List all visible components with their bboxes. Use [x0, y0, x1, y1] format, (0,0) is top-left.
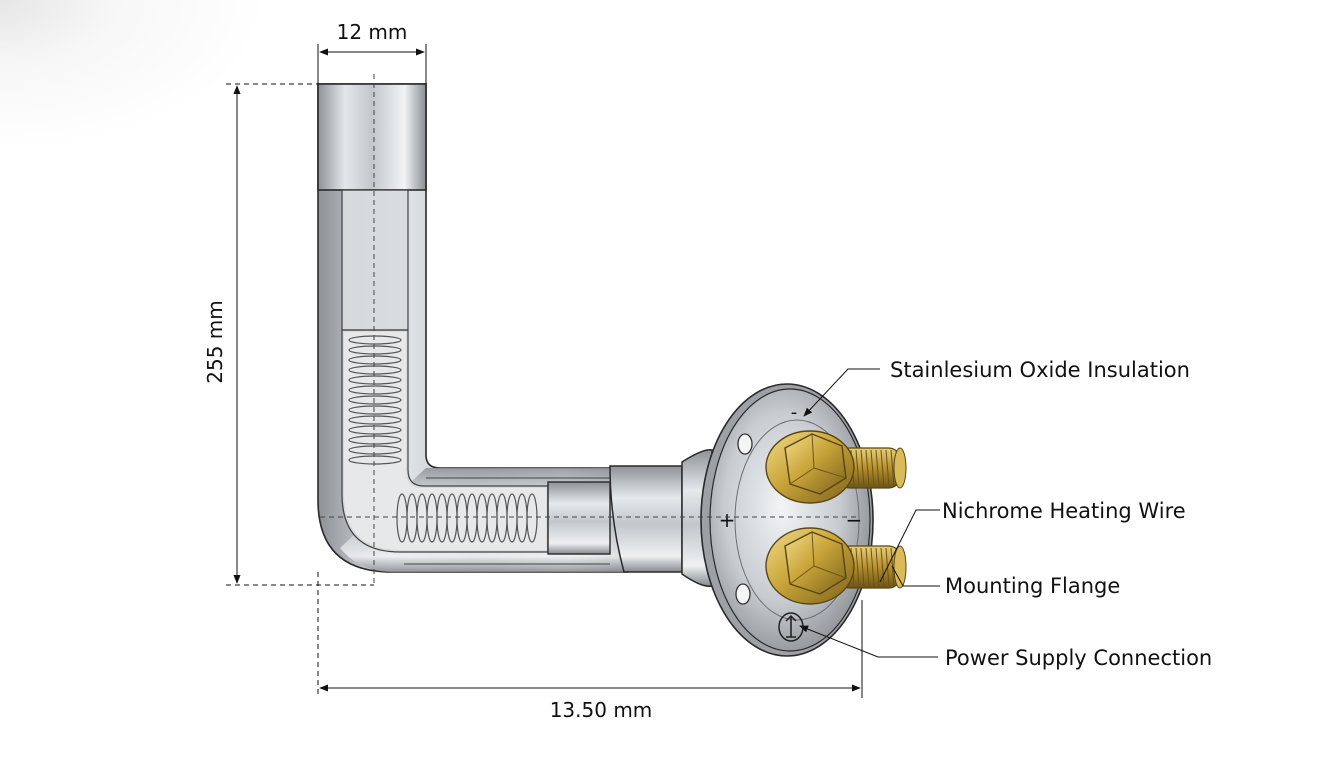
dimension-length-label: 13.50 mm	[550, 698, 653, 722]
coil-loop	[348, 385, 402, 395]
polarity-minus-right: −	[846, 508, 863, 532]
tube-collar	[547, 449, 713, 587]
thread-line	[855, 547, 860, 587]
dimension-width	[317, 44, 427, 84]
callout-power: Power Supply Connection	[945, 646, 1212, 670]
thread-line	[875, 547, 880, 587]
polarity-minus-top: -	[791, 402, 798, 423]
thread-line	[885, 449, 890, 487]
bolt-hole-bottom	[735, 583, 751, 605]
coil-loop	[348, 355, 402, 365]
thread-line	[890, 449, 895, 487]
thread-line	[865, 547, 870, 587]
nichrome-coil-horizontal	[396, 493, 538, 543]
thread-line	[860, 547, 865, 587]
thread-line	[875, 449, 880, 487]
coil-loop	[348, 405, 402, 415]
terminal-bottom	[765, 527, 907, 605]
callout-insulation: Stainlesium Oxide Insulation	[890, 358, 1190, 382]
callout-heating-wire: Nichrome Heating Wire	[942, 499, 1186, 523]
thread-line	[880, 449, 885, 487]
coil-loop	[348, 345, 402, 355]
coil-loop	[526, 493, 538, 543]
coil-loop	[348, 395, 402, 405]
thread-line	[860, 449, 865, 487]
coil-loop	[348, 365, 402, 375]
dimension-width-label: 12 mm	[337, 20, 408, 44]
dimension-height-label: 255 mm	[203, 300, 227, 384]
coil-loop	[348, 415, 402, 425]
thread-line	[870, 449, 875, 487]
centerlines	[320, 74, 860, 585]
terminal-top	[765, 430, 907, 504]
coil-loop	[348, 425, 402, 435]
thread-line	[880, 547, 885, 587]
thread-line	[855, 449, 860, 487]
dimension-length	[317, 572, 863, 698]
coil-loop	[348, 335, 402, 345]
coil-loop	[348, 445, 402, 455]
coil-loop	[348, 435, 402, 445]
callout-leaders	[799, 368, 940, 658]
thread-line	[870, 547, 875, 587]
coil-loop	[348, 375, 402, 385]
bolt-hole-top	[737, 433, 753, 455]
callout-flange: Mounting Flange	[945, 574, 1120, 598]
dimension-height	[226, 83, 374, 586]
nichrome-coil-vertical	[348, 335, 402, 465]
thread-line	[865, 449, 870, 487]
polarity-plus: +	[719, 508, 736, 532]
coil-loop	[348, 455, 402, 465]
